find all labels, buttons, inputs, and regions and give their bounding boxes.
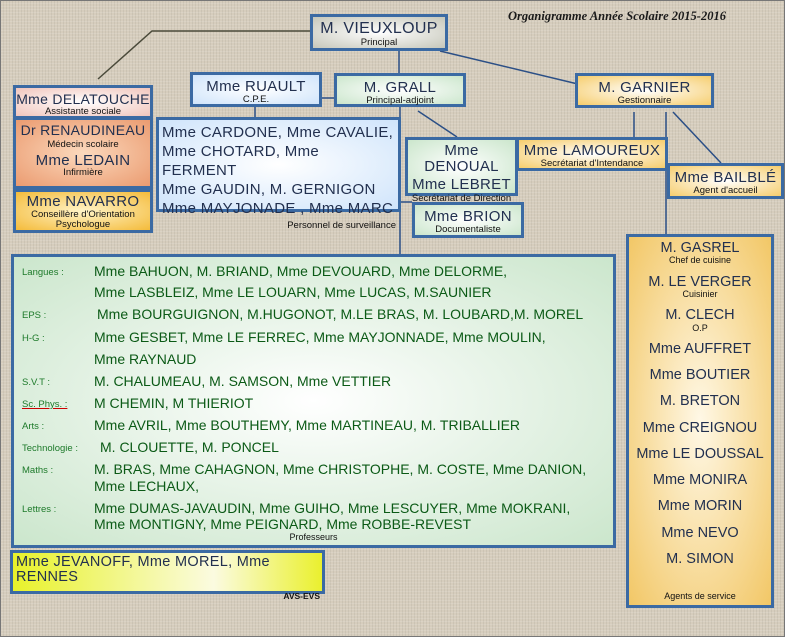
subject-label: S.V.T : (22, 377, 50, 388)
orientation-box: Mme NAVARRO Conseillère d'Orientation Ps… (13, 189, 153, 233)
subject-teachers: Mme RAYNAUD (94, 351, 197, 367)
intendance-box: Mme LAMOUREUX Secrétariat d'Intendance (516, 137, 668, 171)
accueil-name: Mme BAILBLÉ (674, 169, 777, 186)
surveillance-line: Mme CARDONE, Mme CAVALIE, (162, 124, 394, 141)
subject-teachers: Mme GESBET, Mme LE FERREC, Mme MAYJONNAD… (94, 329, 546, 345)
gestionnaire-box: M. GARNIER Gestionnaire (575, 73, 714, 108)
line-adjoint-direction (417, 110, 458, 138)
subject-label: H-G : (22, 333, 45, 344)
infirmiere-role: Infirmière (63, 167, 103, 179)
agent-name: M. LE VERGER (648, 273, 752, 290)
surveillance-role: Personnel de surveillance (287, 220, 396, 231)
principal-name: M. VIEUXLOUP (320, 20, 438, 37)
medecin-role: Médecin scolaire (47, 138, 119, 150)
medecin-name: Dr RENAUDINEAU (20, 122, 146, 138)
agent-name: M. GASREL (660, 240, 740, 256)
documentaliste-role: Documentaliste (435, 223, 501, 235)
avs-box: Mme JEVANOFF, Mme MOREL, Mme RENNES AVS-… (10, 550, 325, 601)
surveillance-line: Mme GAUDIN, M. GERNIGON (162, 181, 376, 198)
medical-box: Dr RENAUDINEAU Médecin scolaire Mme LEDA… (13, 117, 153, 189)
gestionnaire-name: M. GARNIER (598, 79, 691, 96)
subject-teachers: Mme AVRIL, Mme BOUTHEMY, Mme MARTINEAU, … (94, 417, 521, 433)
avs-role: AVS-EVS (283, 591, 320, 602)
accueil-role: Agent d'accueil (693, 184, 758, 196)
surveillance-line: Mme CHOTARD, Mme FERMENT (162, 143, 320, 179)
subject-label: Sc. Phys. : (22, 399, 68, 410)
intendance-name: Mme LAMOUREUX (523, 142, 661, 159)
agent-name: Mme NEVO (661, 524, 739, 541)
social-name: Mme DELATOUCHE (16, 91, 150, 107)
subject-teachers: Mme BAHUON, M. BRIAND, Mme DEVOUARD, Mme… (94, 263, 508, 279)
intendance-role: Secrétariat d'Intendance (540, 157, 644, 169)
professeurs-box: Langues : Mme BAHUON, M. BRIAND, Mme DEVO… (11, 254, 616, 548)
cpe-role: C.P.E. (242, 93, 270, 105)
principal-role: Principal (360, 36, 398, 48)
social-box: Mme DELATOUCHE Assistante sociale (13, 85, 153, 119)
subject-teachers: M CHEMIN, M THIERIOT (94, 395, 254, 411)
principal-box: M. VIEUXLOUP Principal (310, 14, 448, 51)
agent-name: Mme BOUTIER (649, 367, 751, 384)
agent-name: Mme CREIGNOU (642, 419, 758, 436)
agent-name: Mme AUFFRET (648, 340, 752, 357)
subject-teachers: Mme LECHAUX, (94, 478, 200, 494)
subject-teachers: Mme DUMAS-JAVAUDIN, Mme GUIHO, Mme LESCU… (94, 500, 571, 516)
social-role: Assistante sociale (44, 105, 122, 117)
line-principal-social (97, 30, 310, 80)
documentaliste-box: Mme BRION Documentaliste (412, 202, 524, 238)
agent-role: O.P (692, 322, 708, 333)
direction-box: Mme DENOUAL Mme LEBRET Secrétariat de Di… (405, 137, 518, 204)
direction-name-2: Mme LEBRET (412, 175, 511, 193)
line-gestionnaire-accueil (672, 111, 722, 164)
orientation-role-2: Psychologue (55, 218, 111, 230)
agent-role: Chef de cuisine (668, 255, 732, 266)
subject-label: Technologie : (22, 443, 78, 454)
orientation-role-1: Conseillère d'Orientation (31, 208, 135, 220)
agent-name: Mme MORIN (657, 498, 743, 515)
cpe-name: Mme RUAULT (206, 78, 306, 95)
subject-label: Langues : (22, 267, 64, 278)
agent-role: Cuisinier (682, 288, 718, 299)
subject-teachers: M. CLOUETTE, M. PONCEL (100, 439, 279, 455)
subject-label: EPS : (22, 310, 47, 321)
agent-name: M. BRETON (659, 393, 741, 410)
gestionnaire-role: Gestionnaire (617, 94, 672, 106)
direction-role: Secrétariat de Direction (411, 193, 512, 205)
subject-teachers: M. BRAS, Mme CAHAGNON, Mme CHRISTOPHE, M… (94, 461, 587, 477)
subject-teachers: M. CHALUMEAU, M. SAMSON, Mme VETTIER (94, 373, 392, 389)
subject-teachers: Mme LASBLEIZ, Mme LE LOUARN, Mme LUCAS, … (94, 284, 492, 300)
professeurs-role: Professeurs (289, 532, 338, 542)
infirmiere-name: Mme LEDAIN (35, 151, 131, 169)
agent-name: Mme MONIRA (652, 472, 748, 489)
orientation-name: Mme NAVARRO (26, 193, 140, 210)
line-principal-gestionnaire (439, 50, 583, 86)
adjoint-box: M. GRALL Principal-adjoint (334, 73, 466, 107)
avs-names: Mme JEVANOFF, Mme MOREL, Mme RENNES (16, 554, 270, 586)
accueil-box: Mme BAILBLÉ Agent d'accueil (667, 163, 784, 199)
chart-title: Organigramme Année Scolaire 2015-2016 (508, 9, 726, 23)
subject-label: Maths : (22, 465, 54, 476)
agent-name: M. CLECH (665, 307, 735, 324)
surveillance-box: Mme CARDONE, Mme CAVALIE, Mme CHOTARD, M… (156, 117, 401, 230)
subject-teachers: Mme BOURGUIGNON, M.HUGONOT, M.LE BRAS, M… (97, 306, 584, 322)
agent-name: M. SIMON (666, 550, 734, 567)
agent-name: Mme LE DOUSSAL (636, 445, 764, 462)
agents-role: Agents de service (664, 590, 736, 601)
adjoint-name: M. GRALL (363, 79, 437, 96)
cpe-box: Mme RUAULT C.P.E. (190, 72, 322, 107)
surveillance-line: Mme MAYJONADE , Mme MARC (162, 200, 394, 217)
documentaliste-name: Mme BRION (424, 208, 512, 225)
direction-name-1: Mme DENOUAL (424, 142, 499, 175)
subject-label: Arts : (22, 421, 45, 432)
subject-label: Lettres : (22, 504, 57, 515)
subject-teachers: Mme MONTIGNY, Mme PEIGNARD, Mme ROBBE-RE… (94, 516, 472, 532)
adjoint-role: Principal-adjoint (366, 94, 434, 106)
